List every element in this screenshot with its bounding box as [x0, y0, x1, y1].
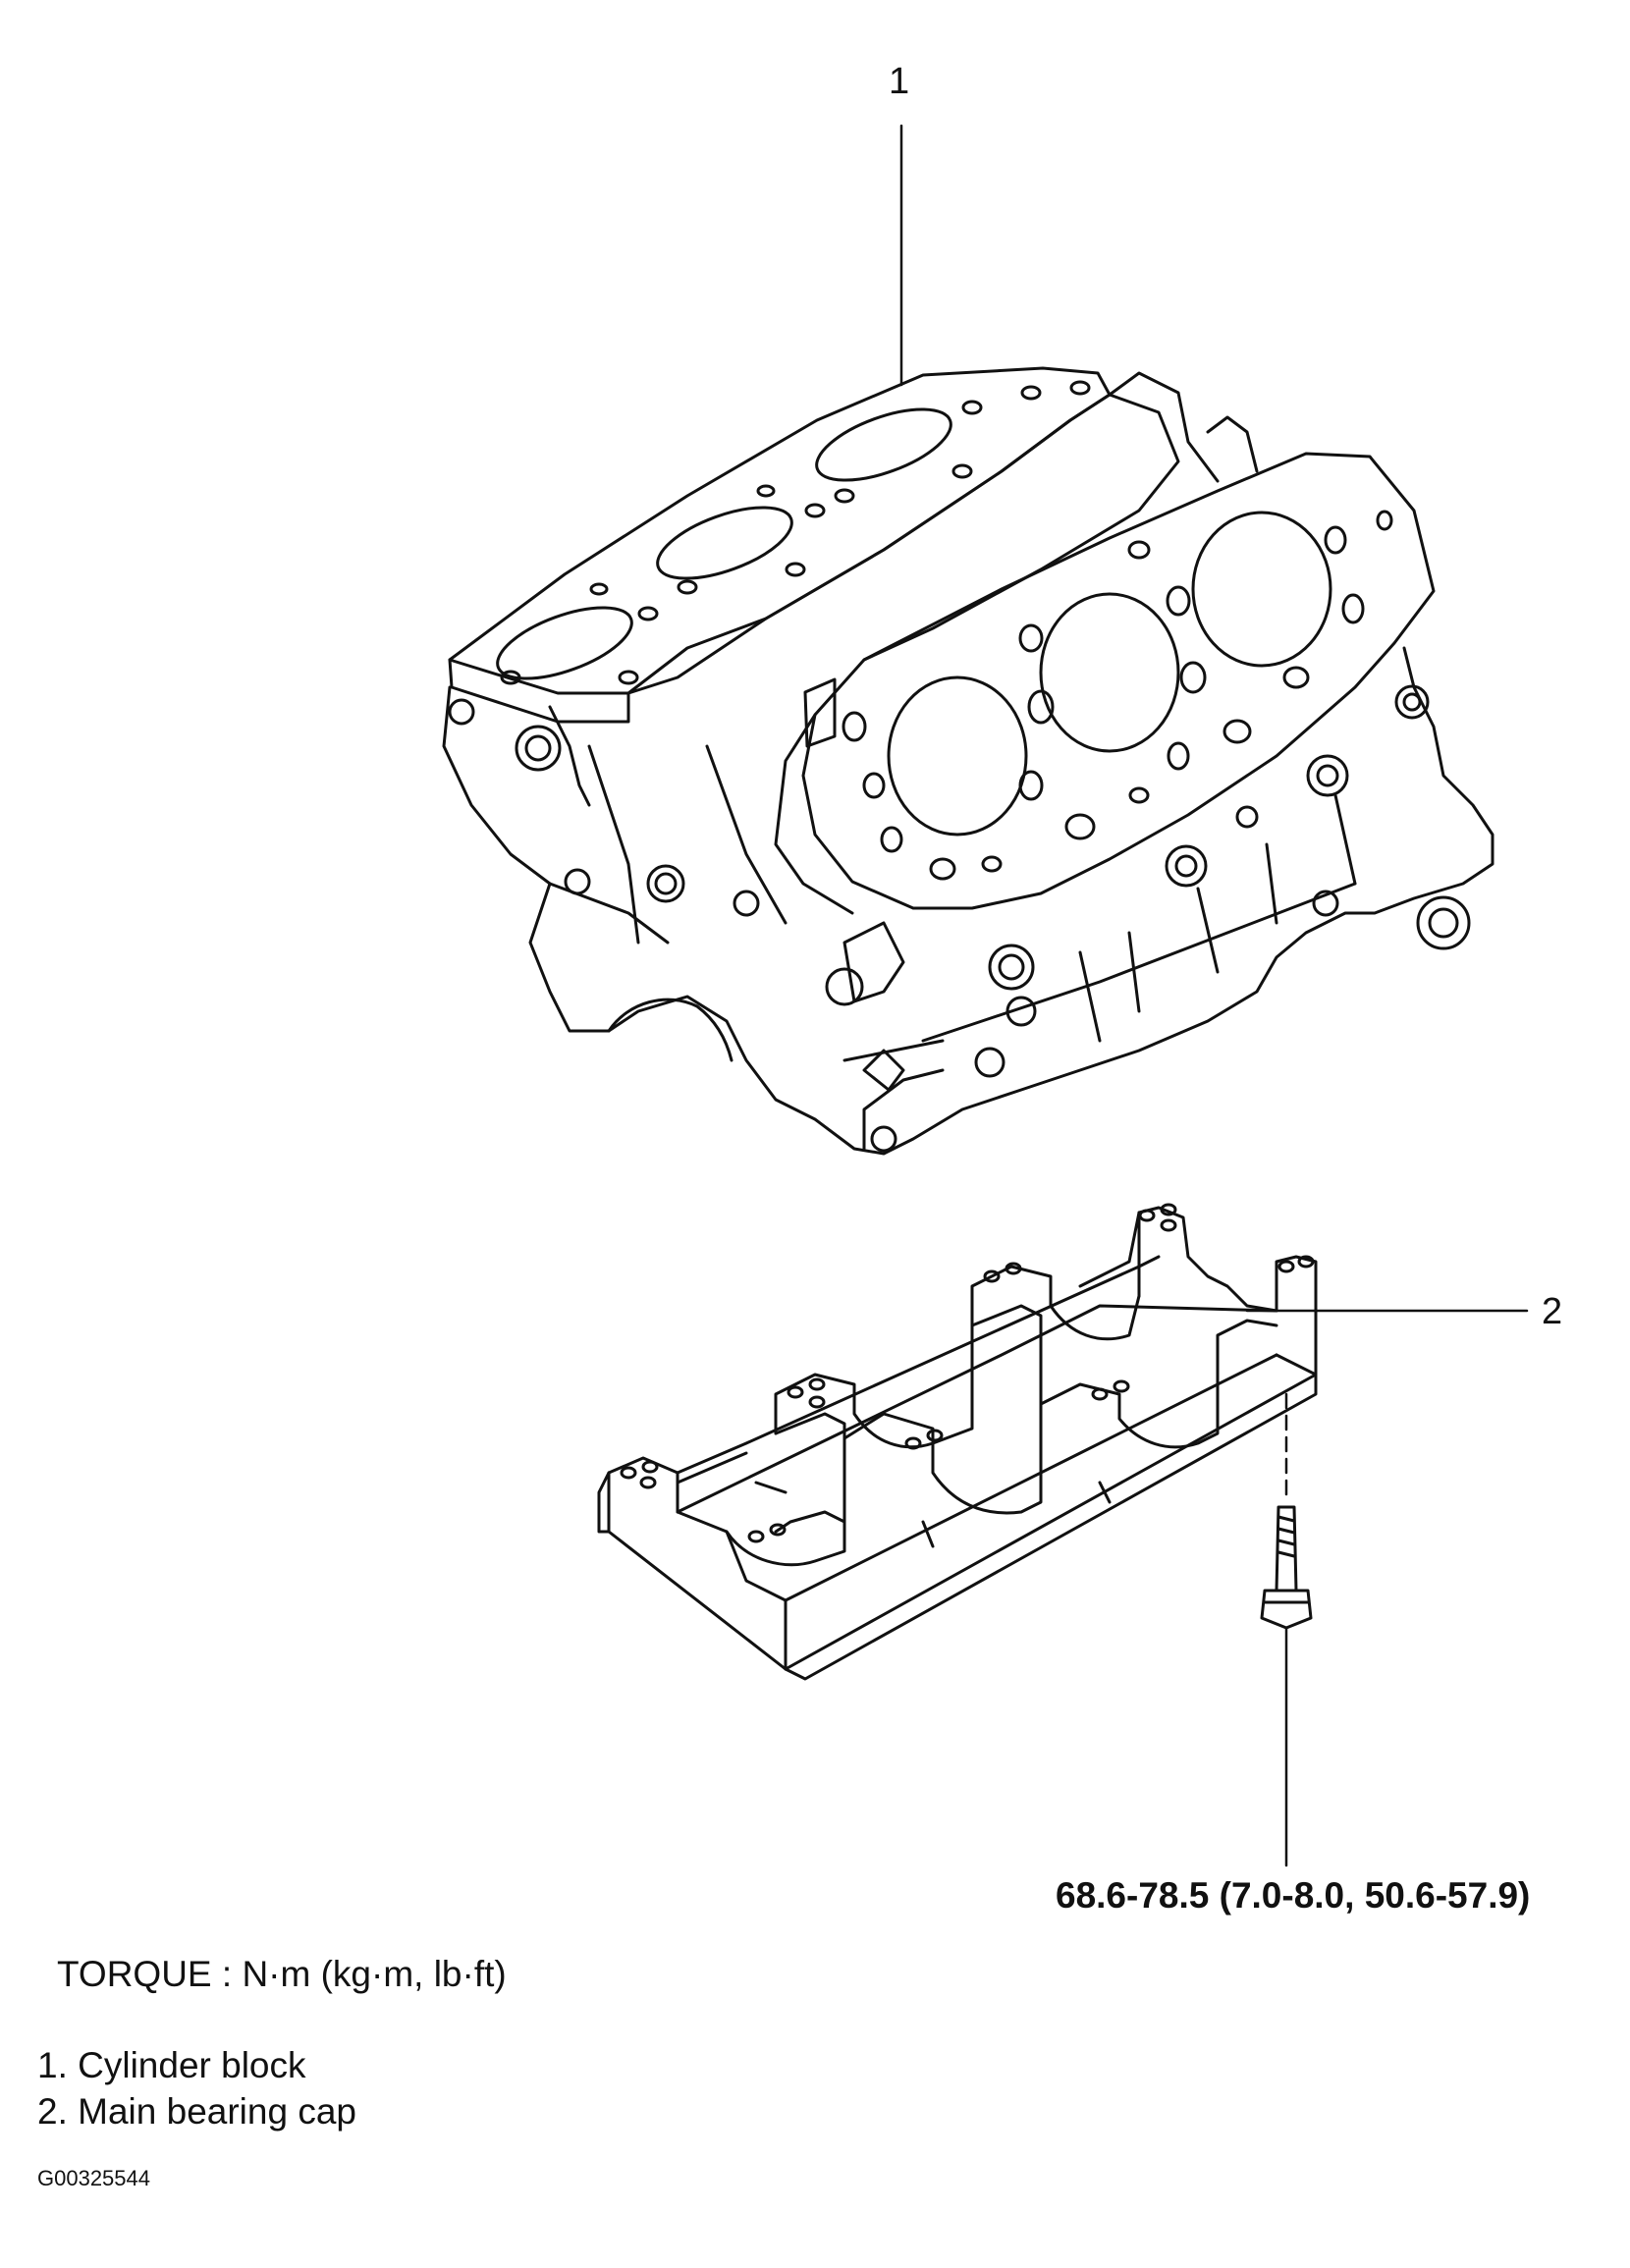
torque-units-label: TORQUE : N·m (kg·m, lb·ft) [57, 1954, 507, 1994]
figure-id: G00325544 [37, 2166, 150, 2190]
cylinder-block [442, 366, 1494, 1156]
legend-item-main-bearing-cap: 2. Main bearing cap [37, 2091, 356, 2132]
bolt-torque-spec: 68.6-78.5 (7.0-8.0, 50.6-57.9) [1056, 1875, 1531, 1916]
callout-number-2: 2 [1542, 1291, 1563, 1332]
legend-item-cylinder-block: 1. Cylinder block [37, 2045, 306, 2085]
main-bearing-cap [597, 1203, 1318, 1681]
callout-number-1: 1 [889, 61, 910, 102]
main-bearing-cap-bolt [1260, 1392, 1313, 1867]
